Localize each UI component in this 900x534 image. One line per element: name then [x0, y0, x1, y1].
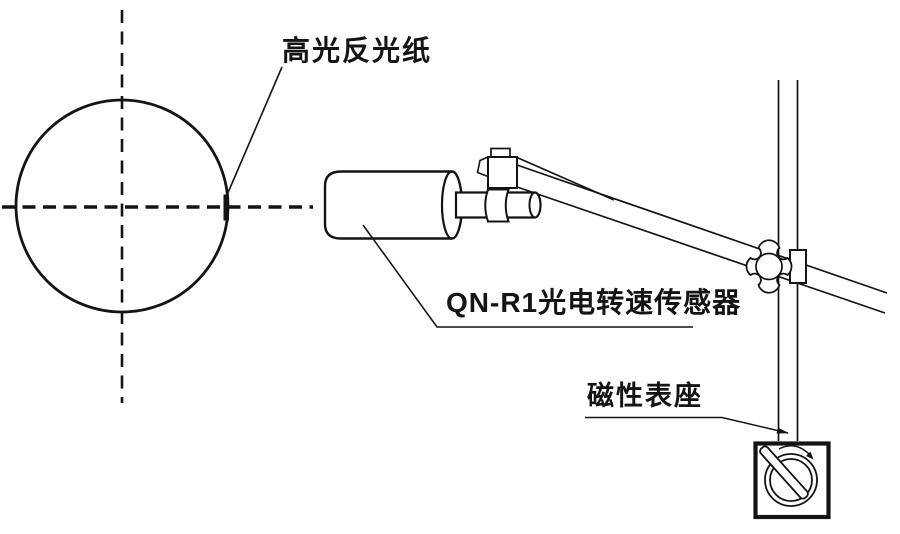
rotation-arrow-head — [806, 451, 814, 460]
label-magnetic-base: 磁性表座 — [587, 381, 703, 411]
leader-arrow-head — [776, 427, 789, 434]
base-switch-ring-outer — [764, 453, 818, 507]
rod-clamp — [745, 239, 807, 294]
sensor-body-cylinder — [323, 170, 464, 240]
support-arm — [516, 156, 888, 314]
sensor-body-end-ellipse — [440, 170, 453, 240]
base-switch-ring-inner — [769, 458, 813, 502]
clamp-side-tab — [476, 155, 489, 178]
probe-collar — [484, 188, 510, 223]
reflective-mark — [223, 194, 229, 221]
sensor-clamp — [476, 147, 518, 189]
crosshair-centerlines — [2, 10, 313, 403]
arm-top-edge — [516, 164, 888, 294]
leader-sensor — [362, 224, 693, 328]
label-sensor: QN-R1光电转速传感器 — [446, 287, 742, 318]
clamp-top-knob — [490, 147, 511, 158]
arm-bottom-edge — [516, 186, 886, 314]
leader-reflective-paper — [226, 66, 283, 196]
leader-magnetic-base — [585, 416, 789, 434]
magnetic-base — [753, 441, 831, 520]
rod-clamp-knob-hole — [755, 252, 783, 281]
probe-tip-ellipse — [528, 191, 536, 219]
label-reflective-paper: 高光反光纸 — [282, 35, 433, 66]
base-switch-lever — [759, 445, 809, 500]
clamp-block — [487, 156, 518, 189]
